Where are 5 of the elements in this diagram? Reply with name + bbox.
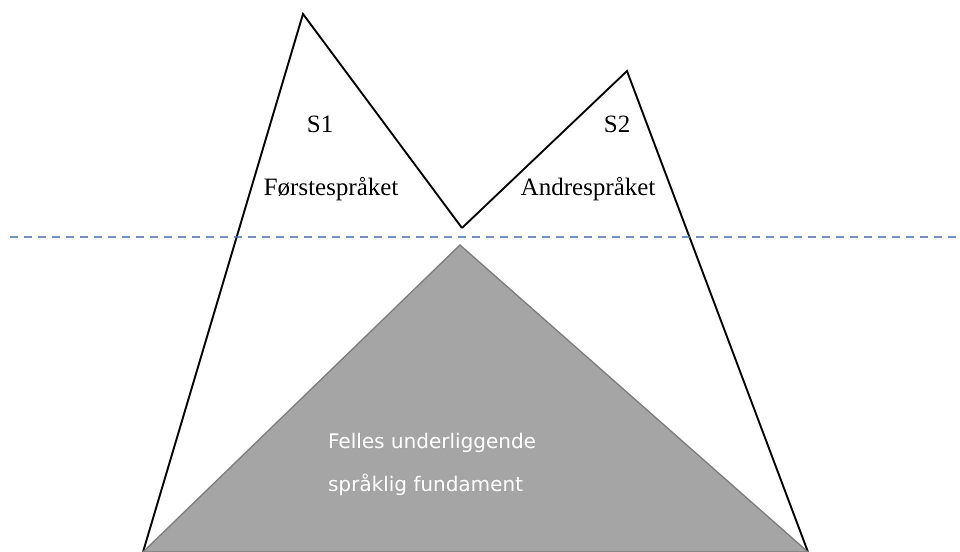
- peak-label: S1: [306, 110, 334, 140]
- foundation-label: Felles underliggende språklig fundament: [328, 428, 537, 498]
- language-label: Førstespråket: [264, 173, 398, 203]
- peak-label: S2: [604, 110, 630, 140]
- language-label: Andrespråket: [520, 173, 656, 203]
